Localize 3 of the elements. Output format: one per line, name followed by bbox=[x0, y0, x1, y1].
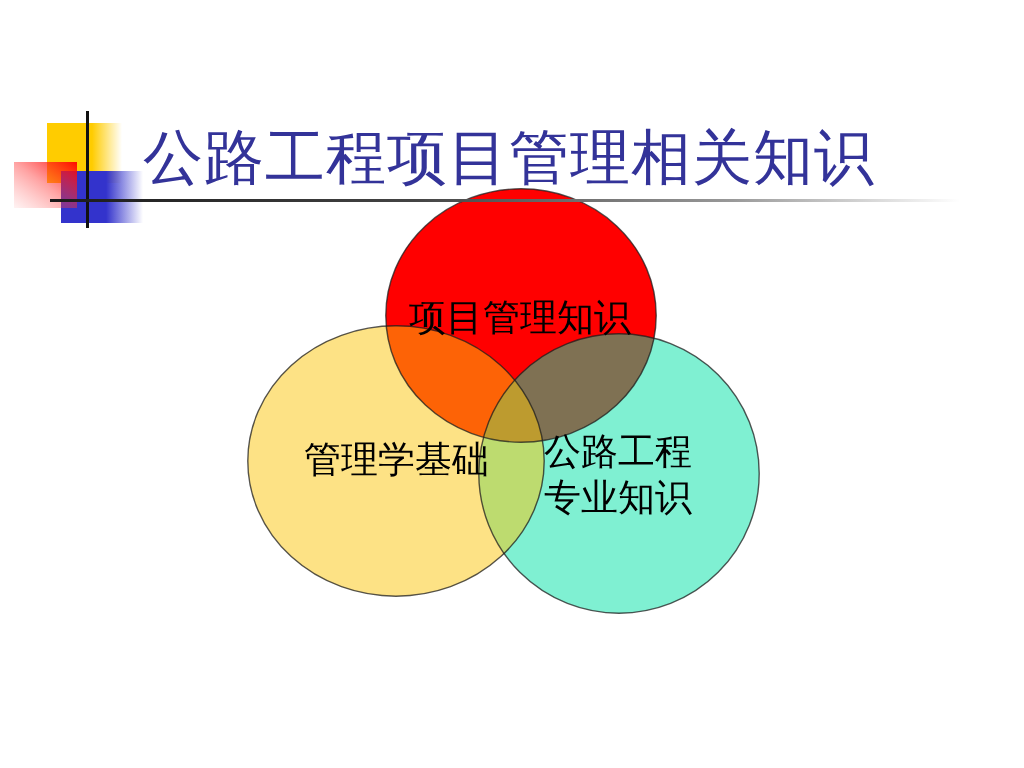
circle-label: 公路工程专业知识 bbox=[543, 429, 693, 521]
slide-title: 公路工程项目管理相关知识 bbox=[143, 121, 875, 194]
circle-label: 项目管理知识 bbox=[409, 295, 631, 341]
